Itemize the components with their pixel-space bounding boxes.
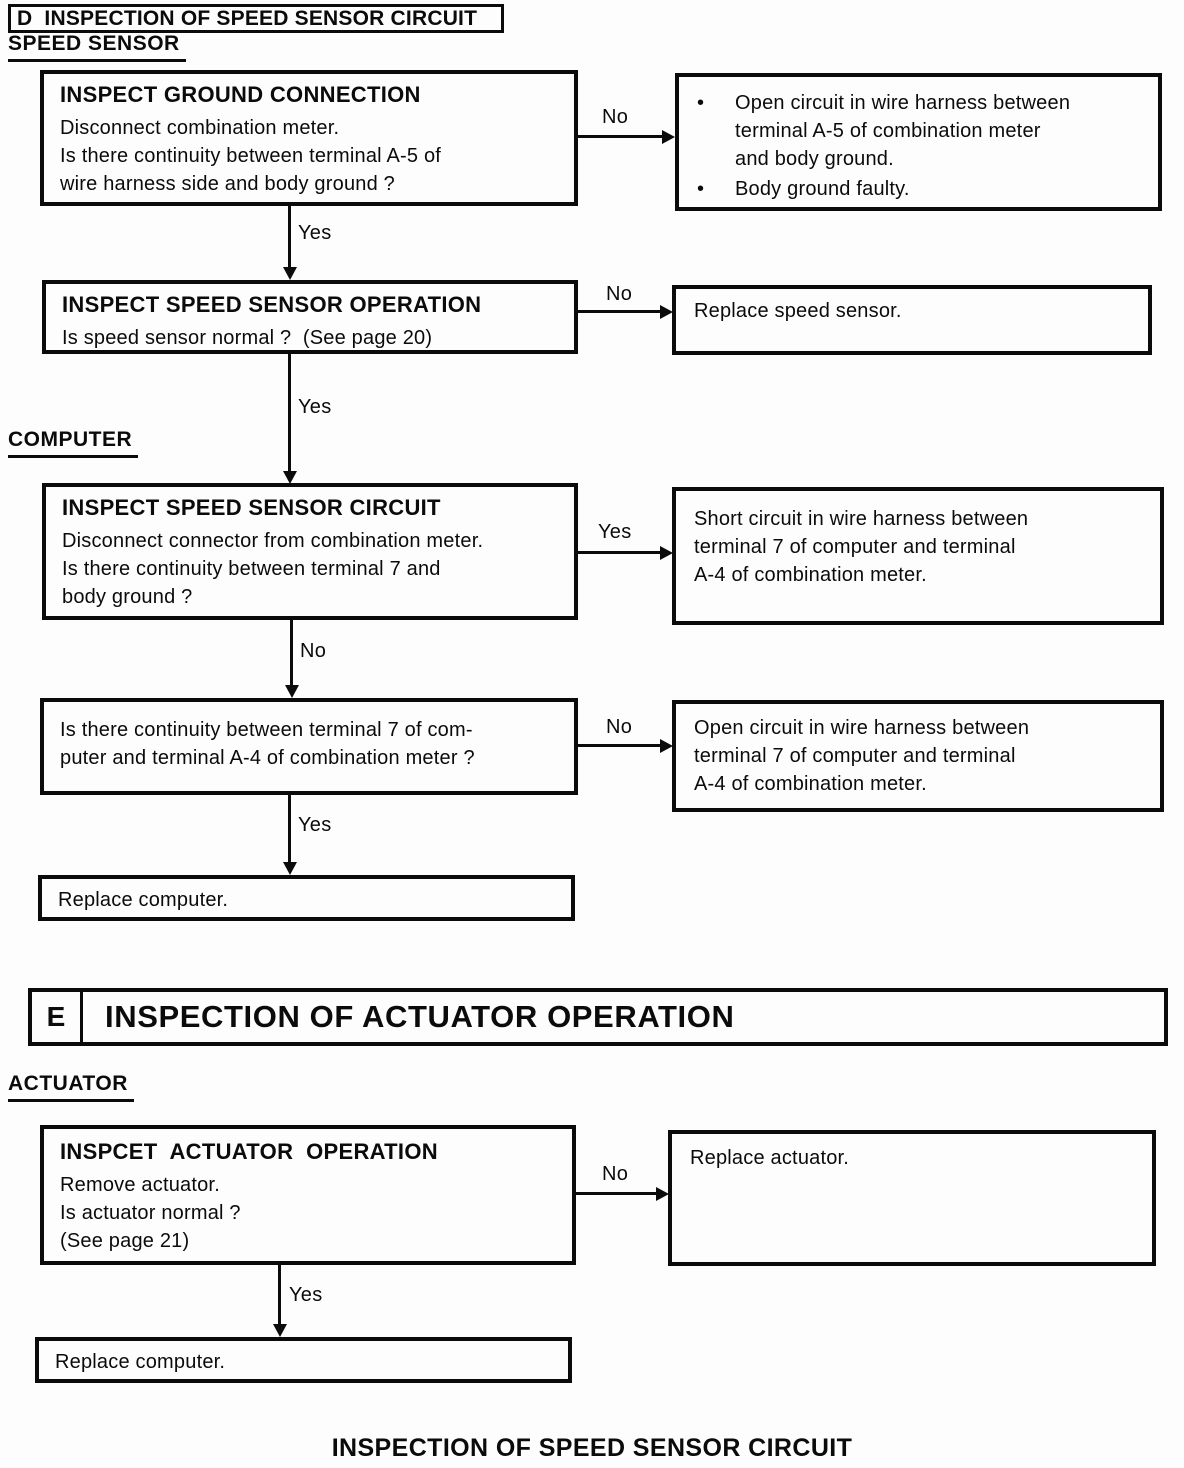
box-line: Replace computer. (58, 889, 229, 911)
box-line: A-4 of combination meter. (694, 564, 927, 586)
box-line: terminal 7 of computer and terminal (694, 745, 1016, 767)
connector-no-1 (578, 135, 662, 138)
box-title: INSPECT SPEED SENSOR CIRCUIT (62, 495, 441, 520)
connector-no-4 (578, 744, 660, 747)
label-yes: Yes (298, 814, 332, 836)
box-line: Replace computer. (55, 1351, 226, 1373)
result-box-short-circuit: Short circuit in wire harness between te… (672, 487, 1164, 625)
section-e-header: E INSPECTION OF ACTUATOR OPERATION (28, 988, 1168, 1046)
result-box-open-circuit: Open circuit in wire harness between ter… (672, 700, 1164, 812)
arrow-right-icon (656, 1187, 669, 1201)
arrow-right-icon (662, 130, 675, 144)
box-title: INSPCET ACTUATOR OPERATION (60, 1139, 438, 1164)
box-line: Disconnect connector from combination me… (62, 530, 484, 552)
box-line: Replace speed sensor. (694, 300, 902, 322)
label-no: No (300, 640, 327, 662)
box-line: Open circuit in wire harness between (735, 92, 1071, 114)
section-e-header-title: INSPECTION OF ACTUATOR OPERATION (105, 999, 735, 1034)
arrow-down-icon (283, 267, 297, 280)
connector-yes-5 (278, 1265, 281, 1325)
result-box-replace-computer-d: Replace computer. (38, 875, 575, 921)
arrow-down-icon (283, 471, 297, 484)
box-line: Short circuit in wire harness between (694, 508, 1029, 530)
decision-box-inspect-ground: INSPECT GROUND CONNECTION Disconnect com… (40, 70, 578, 206)
section-d-header-title: D INSPECTION OF SPEED SENSOR CIRCUIT (17, 6, 478, 30)
box-line: Disconnect combination meter. (60, 117, 340, 139)
arrow-right-icon (660, 739, 673, 753)
label-no: No (606, 283, 633, 305)
group-label-actuator: ACTUATOR (8, 1072, 134, 1102)
decision-box-continuity-check: Is there continuity between terminal 7 o… (40, 698, 578, 795)
label-no: No (602, 1163, 629, 1185)
decision-box-actuator-operation: INSPCET ACTUATOR OPERATION Remove actuat… (40, 1125, 576, 1265)
box-line: Is speed sensor normal ? (See page 20) (62, 327, 433, 349)
label-yes: Yes (289, 1284, 323, 1306)
box-line: (See page 21) (60, 1230, 190, 1252)
label-yes: Yes (598, 521, 632, 543)
box-title: INSPECT GROUND CONNECTION (60, 82, 421, 107)
box-title: INSPECT SPEED SENSOR OPERATION (62, 292, 482, 317)
result-box-replace-speed-sensor: Replace speed sensor. (672, 285, 1152, 355)
connector-no-2 (578, 310, 660, 313)
connector-yes-1 (288, 206, 291, 268)
box-line: terminal 7 of computer and terminal (694, 536, 1016, 558)
arrow-down-icon (283, 862, 297, 875)
box-line: A-4 of combination meter. (694, 773, 927, 795)
connector-yes-2 (288, 354, 291, 472)
section-e-letter: E (32, 992, 83, 1042)
arrow-right-icon (660, 546, 673, 560)
decision-box-sensor-circuit: INSPECT SPEED SENSOR CIRCUIT Disconnect … (42, 483, 578, 620)
group-label-speed-sensor: SPEED SENSOR (8, 32, 186, 62)
arrow-down-icon (285, 685, 299, 698)
bullet-icon: • (697, 92, 705, 114)
box-line: terminal A-5 of combination meter (735, 120, 1041, 142)
label-no: No (602, 106, 629, 128)
box-line: Is there continuity between terminal 7 a… (62, 558, 441, 580)
page-footer-title: INSPECTION OF SPEED SENSOR CIRCUIT (331, 1434, 853, 1462)
connector-yes-4 (288, 795, 291, 863)
arrow-right-icon (660, 305, 673, 319)
result-box-replace-actuator: Replace actuator. (668, 1130, 1156, 1266)
connector-no-5 (576, 1192, 656, 1195)
box-line: Is actuator normal ? (60, 1202, 241, 1224)
connector-yes-3 (578, 551, 660, 554)
box-line: Is there continuity between terminal 7 o… (60, 719, 473, 741)
label-no: No (606, 716, 633, 738)
box-line: Body ground faulty. (735, 178, 910, 200)
box-line: puter and terminal A-4 of combination me… (60, 747, 475, 769)
arrow-down-icon (273, 1324, 287, 1337)
bullet-icon: • (697, 178, 705, 200)
section-d-header: D INSPECTION OF SPEED SENSOR CIRCUIT (8, 4, 504, 33)
box-line: Replace actuator. (690, 1147, 850, 1169)
box-line: body ground ? (62, 586, 193, 608)
bullet-item: • Body ground faulty. (693, 175, 1154, 203)
box-line: Open circuit in wire harness between (694, 717, 1030, 739)
box-line: Is there continuity between terminal A-5… (60, 145, 442, 167)
connector-no-3 (290, 620, 293, 686)
bullet-item: • Open circuit in wire harness between t… (693, 89, 1154, 173)
box-line: wire harness side and body ground ? (60, 173, 395, 195)
decision-box-sensor-operation: INSPECT SPEED SENSOR OPERATION Is speed … (42, 280, 578, 354)
box-line: Remove actuator. (60, 1174, 220, 1196)
label-yes: Yes (298, 396, 332, 418)
result-box-ground-fail: • Open circuit in wire harness between t… (675, 73, 1162, 211)
label-yes: Yes (298, 222, 332, 244)
result-box-replace-computer-e: Replace computer. (35, 1337, 572, 1383)
group-label-computer: COMPUTER (8, 428, 139, 458)
box-line: and body ground. (735, 148, 894, 170)
